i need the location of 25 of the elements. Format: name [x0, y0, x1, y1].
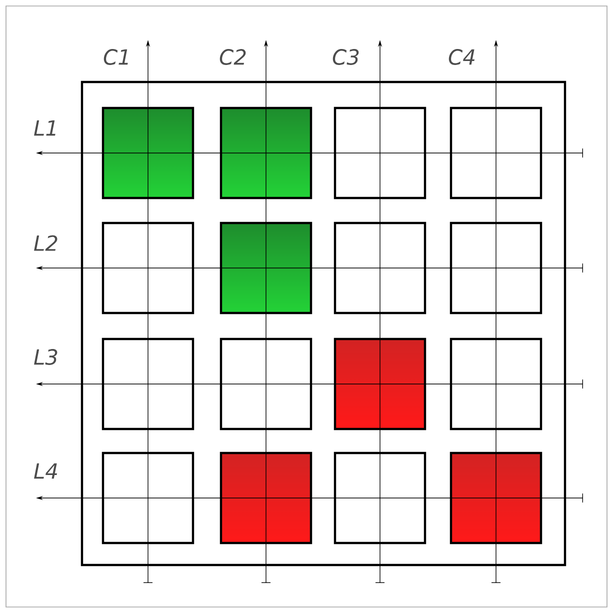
empty-square: [334, 222, 426, 314]
row-label: L4: [34, 463, 58, 479]
filled-square: [220, 106, 312, 200]
row-label: L1: [34, 120, 56, 136]
filled-square: [450, 452, 542, 544]
row-label: L3: [34, 349, 58, 365]
row-label: L2: [34, 235, 58, 251]
column-label: C2: [220, 49, 246, 65]
column-label: C4: [448, 49, 474, 65]
grid-frame: [80, 80, 566, 566]
empty-square: [334, 452, 426, 544]
empty-square: [102, 222, 194, 314]
filled-square: [220, 222, 312, 314]
column-label: C3: [332, 49, 359, 65]
filled-square: [220, 452, 312, 544]
filled-square: [334, 338, 426, 430]
empty-square: [450, 106, 542, 200]
empty-square: [102, 338, 194, 430]
empty-square: [220, 338, 312, 430]
filled-square: [102, 106, 194, 200]
empty-square: [450, 338, 542, 430]
empty-square: [450, 222, 542, 314]
empty-square: [102, 452, 194, 544]
empty-square: [334, 106, 426, 200]
column-label: C1: [104, 49, 128, 65]
